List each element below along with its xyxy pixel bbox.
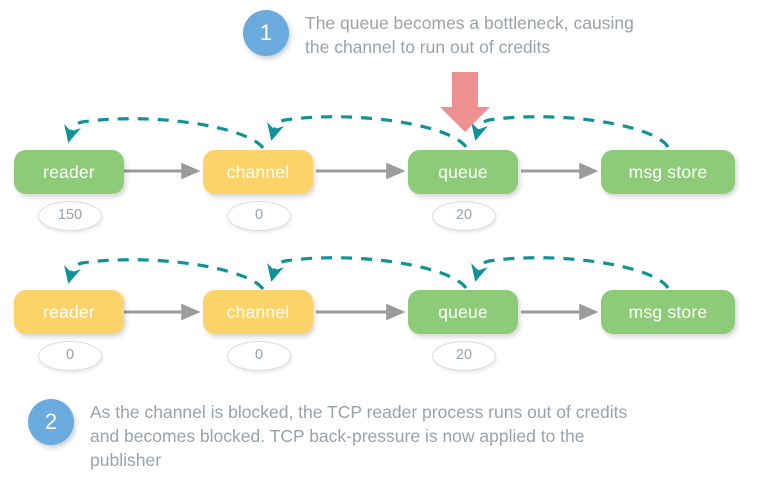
credit-badge-queue-row-two: 20: [432, 341, 496, 371]
credit-badge-channel-row-one: 0: [227, 201, 291, 231]
node-reader-row-two[interactable]: reader: [14, 290, 124, 334]
credit-arrow-msgstore-to-queue: [471, 115, 670, 148]
credit-arrow-queue-to-channel: [267, 115, 468, 149]
node-msgstore-row-one[interactable]: msg store: [601, 150, 735, 194]
step-one-text: The queue becomes a bottleneck, causing …: [305, 13, 634, 57]
bottleneck-red-arrow: [440, 72, 490, 132]
node-queue-row-two[interactable]: queue: [408, 290, 518, 334]
credit-arrow-channel-to-reader-2: [64, 258, 265, 291]
credit-badge-channel-row-two: 0: [227, 341, 291, 371]
credit-arrow-msgstore-to-queue-2: [471, 256, 670, 289]
credit-badge-queue-row-one: 20: [432, 201, 496, 231]
step-two-callout: 2 As the channel is blocked, the TCP rea…: [28, 399, 627, 472]
credit-arrow-channel-to-reader: [64, 117, 265, 150]
row-one-credit-arrows: [64, 115, 670, 150]
node-reader-row-one[interactable]: reader: [14, 150, 124, 194]
node-msgstore-row-two[interactable]: msg store: [601, 290, 735, 334]
step-two-text: As the channel is blocked, the TCP reade…: [90, 402, 628, 470]
credit-badge-reader-row-one: 150: [38, 201, 102, 231]
step-two-badge: 2: [28, 399, 74, 445]
node-channel-row-one[interactable]: channel: [203, 150, 313, 194]
credit-arrow-queue-to-channel-2: [267, 256, 468, 290]
row-two-credit-arrows: [64, 256, 670, 291]
node-channel-row-two[interactable]: channel: [203, 290, 313, 334]
step-one-callout: 1 The queue becomes a bottleneck, causin…: [243, 10, 634, 59]
step-one-badge: 1: [243, 10, 289, 56]
credit-badge-reader-row-two: 0: [38, 341, 102, 371]
node-queue-row-one[interactable]: queue: [408, 150, 518, 194]
